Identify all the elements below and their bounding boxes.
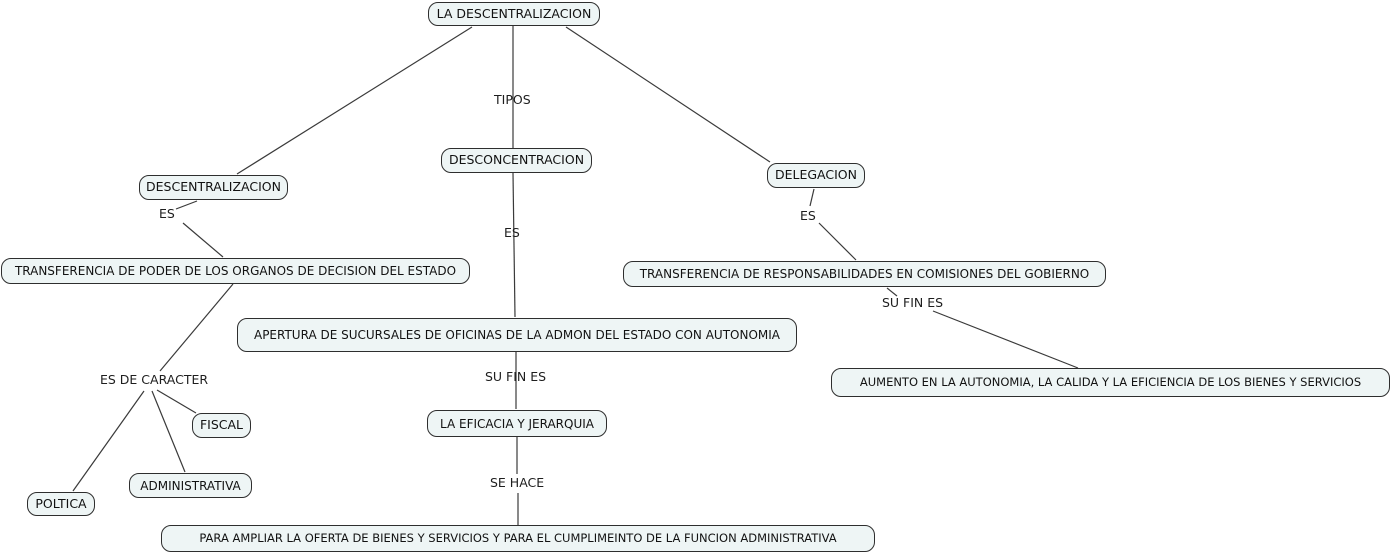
link-label-es-right: ES [800,208,816,223]
connector-line [182,222,224,258]
connector-line [512,172,516,318]
connector-line [565,26,771,163]
node-eficacia-jerarquia[interactable]: LA EFICACIA Y JERARQUIA [427,410,607,437]
node-aumento-autonomia[interactable]: AUMENTO EN LA AUTONOMIA, LA CALIDA Y LA … [831,368,1390,397]
link-label-es-de-caracter: ES DE CARACTER [100,372,209,387]
node-administrativa[interactable]: ADMINISTRATIVA [129,473,252,498]
connector-line [175,200,198,210]
node-delegacion[interactable]: DELEGACION [767,163,865,188]
link-label-es-center: ES [504,225,520,240]
connector-line [159,283,234,372]
link-label-es-left: ES [159,206,175,221]
connector-line [886,287,898,297]
node-descentralizacion[interactable]: DESCENTRALIZACION [139,175,288,200]
connector-line [156,389,197,414]
connector-line [151,390,186,473]
connector-line [72,390,145,492]
link-label-su-fin-es-right: SU FIN ES [882,295,944,310]
link-label-su-fin-es-center: SU FIN ES [485,369,547,384]
node-la-descentralizacion[interactable]: LA DESCENTRALIZACION [428,2,600,26]
connector-line [932,310,1079,369]
node-para-ampliar[interactable]: PARA AMPLIAR LA OFERTA DE BIENES Y SERVI… [161,525,875,552]
node-transferencia-poder[interactable]: TRANSFERENCIA DE PODER DE LOS ORGANOS DE… [1,258,470,284]
node-poltica[interactable]: POLTICA [27,492,95,516]
link-label-se-hace: SE HACE [490,475,545,490]
connector-line [818,222,857,261]
link-label-tipos: TIPOS [494,92,531,107]
node-desconcentracion[interactable]: DESCONCENTRACION [441,148,592,173]
connector-line [236,26,473,175]
node-transferencia-responsabilidades[interactable]: TRANSFERENCIA DE RESPONSABILIDADES EN CO… [623,261,1106,287]
node-fiscal[interactable]: FISCAL [192,413,251,438]
node-apertura-sucursales[interactable]: APERTURA DE SUCURSALES DE OFICINAS DE LA… [237,318,797,352]
connector-line [809,188,815,207]
